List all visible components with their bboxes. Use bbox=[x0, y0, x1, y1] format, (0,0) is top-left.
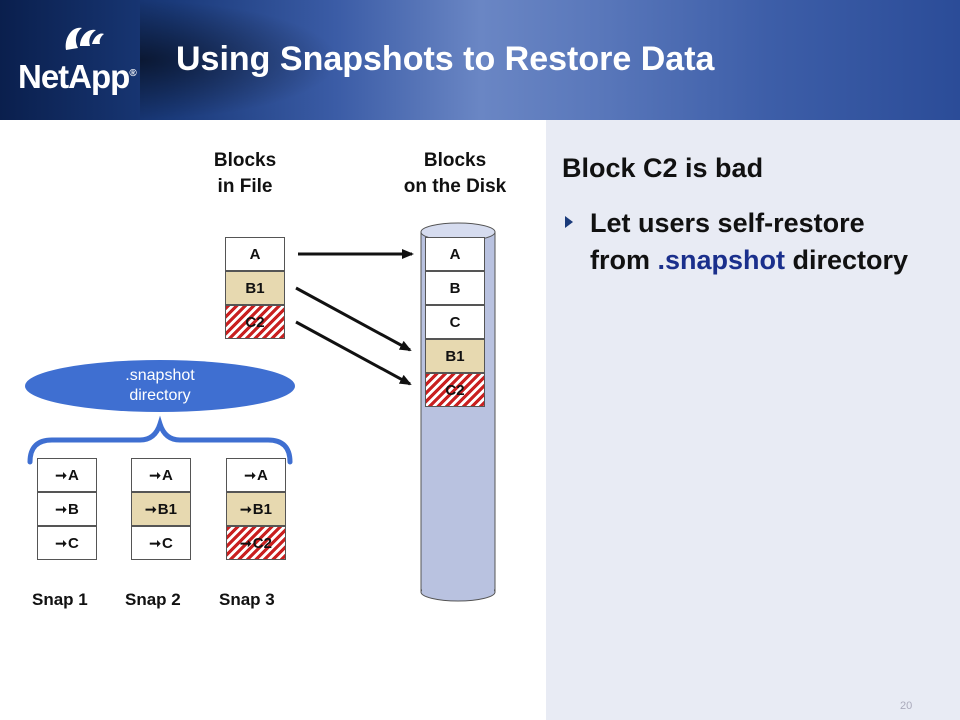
right-panel bbox=[546, 120, 960, 720]
bullet-arrow-icon bbox=[565, 216, 573, 228]
pointer-arrow-icon: ➞ bbox=[149, 534, 161, 551]
pointer-arrow-icon: ➞ bbox=[55, 534, 67, 551]
page-number: 20 bbox=[900, 700, 913, 712]
snap1-label: Snap 1 bbox=[32, 590, 88, 609]
snap2-block-b1: ➞B1 bbox=[131, 492, 191, 526]
file-block-a: A bbox=[225, 237, 285, 271]
pointer-arrow-icon: ➞ bbox=[55, 466, 67, 483]
bullet-text: Let users self-restore from .snapshot di… bbox=[590, 208, 909, 275]
snap2-block-a: ➞A bbox=[131, 458, 191, 492]
file-block-c2: C2 bbox=[225, 305, 285, 339]
snap2-label: Snap 2 bbox=[125, 590, 181, 609]
snap1-block-c: ➞C bbox=[37, 526, 97, 560]
disk-block-c: C bbox=[425, 305, 485, 339]
header-sweep bbox=[140, 0, 340, 120]
netapp-logo-mark-icon bbox=[65, 27, 104, 50]
header-banner: NetApp® Using Snapshots to Restore Data bbox=[0, 0, 960, 120]
pointer-arrow-icon: ➞ bbox=[55, 500, 67, 517]
pointer-arrow-icon: ➞ bbox=[244, 466, 256, 483]
snap3-block-c2: ➞C2 bbox=[226, 526, 286, 560]
snap1-block-a: ➞A bbox=[37, 458, 97, 492]
disk-block-b: B bbox=[425, 271, 485, 305]
netapp-logo: NetApp® bbox=[18, 18, 168, 108]
disk-block-a: A bbox=[425, 237, 485, 271]
snap3-block-b1: ➞B1 bbox=[226, 492, 286, 526]
pointer-arrow-icon: ➞ bbox=[240, 534, 252, 551]
pointer-arrow-icon: ➞ bbox=[149, 466, 161, 483]
pointer-arrow-icon: ➞ bbox=[240, 500, 252, 517]
snapshot-brace bbox=[27, 415, 293, 465]
page-title: Using Snapshots to Restore Data bbox=[176, 40, 715, 78]
snap3-label: Snap 3 bbox=[219, 590, 275, 609]
snap1-block-b: ➞B bbox=[37, 492, 97, 526]
panel-heading: Block C2 is bad bbox=[562, 153, 764, 183]
arrow-c2-to-disk bbox=[295, 320, 412, 386]
snap2-block-c: ➞C bbox=[131, 526, 191, 560]
snap3-block-a: ➞A bbox=[226, 458, 286, 492]
logo-wordmark: NetApp® bbox=[18, 58, 137, 95]
arrow-b1-to-disk bbox=[295, 286, 412, 352]
pointer-arrow-icon: ➞ bbox=[145, 500, 157, 517]
file-block-b1: B1 bbox=[225, 271, 285, 305]
disk-block-b1: B1 bbox=[425, 339, 485, 373]
disk-block-c2: C2 bbox=[425, 373, 485, 407]
snapshot-highlight: .snapshot bbox=[657, 245, 786, 275]
